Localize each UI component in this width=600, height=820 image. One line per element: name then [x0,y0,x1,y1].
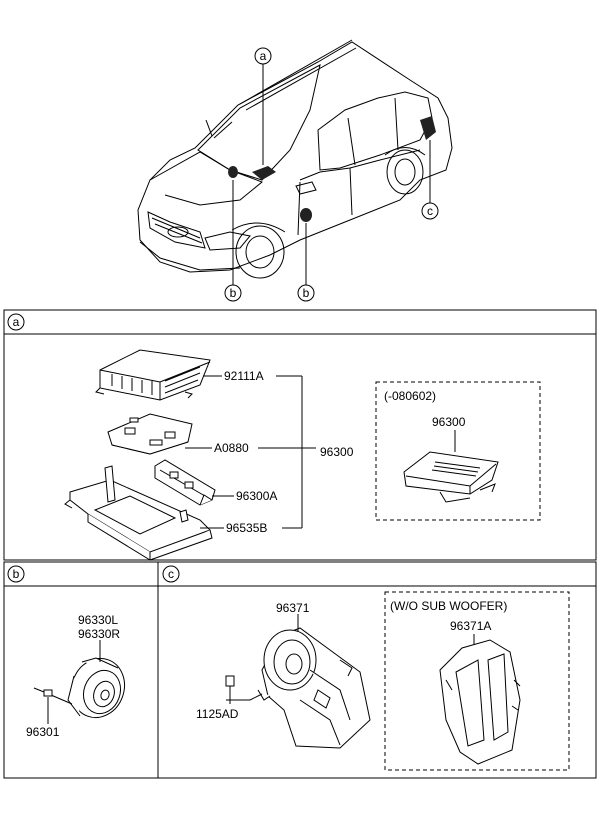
mounting-bracket-drawing [64,465,213,561]
cover-plate-drawing [154,459,216,506]
overview-callout-leaders [232,64,431,285]
variant-box-a-frame [375,381,541,521]
part-label-assembly: 96300 [320,445,354,459]
subwoofer-drawing [257,627,371,749]
overview-callouts: a b b c [224,47,439,302]
callout-a-text: a [260,49,267,63]
section-c-marker: c [168,567,174,581]
part-label-screw: 96301 [26,725,60,739]
bolt-drawing [225,675,235,696]
section-b-labels: 96330L 96330R 96301 [26,613,120,739]
vehicle-component-marks [228,116,436,222]
part-label-cover: 96300A [236,489,277,503]
section-b-leaders [47,640,101,724]
variant-cover-drawing [439,639,521,765]
part-label-speaker-l: 96330L [78,613,118,627]
speaker-screw-drawing [33,687,73,705]
section-c-leaders [226,614,299,704]
part-label-amp-top: 92111A [224,369,264,383]
variant-amplifier-drawing [403,451,499,503]
variant-a-condition: (-080602) [384,389,436,403]
amplifier-unit-drawing [95,349,211,401]
callout-c-text: c [427,204,433,218]
callout-b-right-text: b [303,286,310,300]
variant-c-part-label: 96371A [450,619,491,633]
part-label-woofer: 96371 [276,601,310,615]
vehicle-illustration [137,39,453,279]
section-a-leaders [185,375,316,529]
section-markers: a b c [7,313,180,583]
callout-b-left-text: b [230,286,237,300]
circuit-board-drawing [107,413,193,455]
section-c-labels: 96371 1125AD [196,601,310,721]
section-b-marker: b [13,567,20,581]
part-label-bolt: 1125AD [196,707,239,721]
variant-box-c-frame [384,591,570,771]
variant-c-condition: (W/O SUB WOOFER) [390,599,507,613]
section-frames [3,309,597,779]
section-a-marker: a [13,315,20,329]
variant-a-part-label: 96300 [432,415,466,429]
speaker-drawing [67,657,125,719]
part-label-speaker-r: 96330R [78,627,120,641]
section-a-labels: 92111A A0880 96300A 96535B 96300 [214,369,354,535]
part-label-bracket: 96535B [226,521,267,535]
part-label-board: A0880 [214,441,249,455]
